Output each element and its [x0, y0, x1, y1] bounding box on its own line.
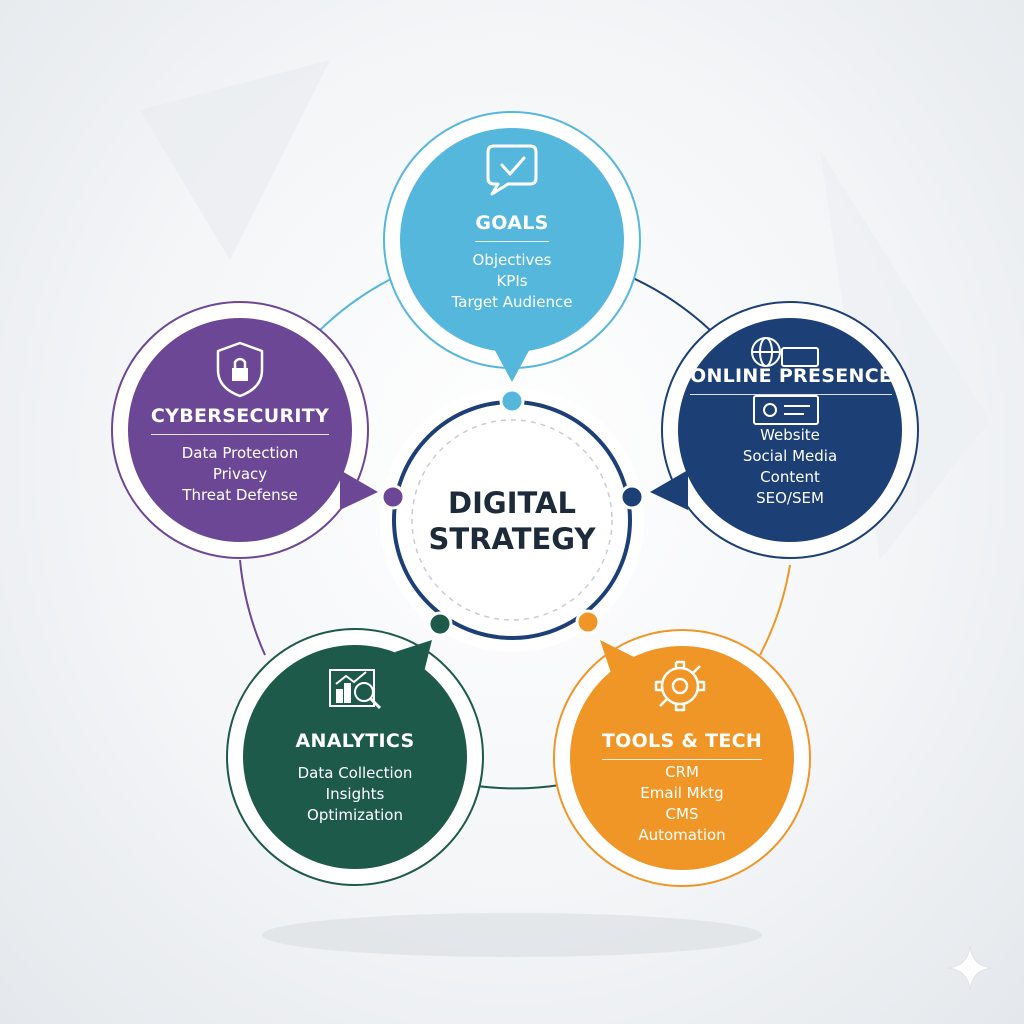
shield-lock-icon [216, 341, 264, 398]
connector-dot-online [619, 484, 645, 510]
node-cyber-item: Privacy [212, 465, 268, 483]
node-tools-item: Email Mktg [640, 784, 724, 802]
ring-arc-bottom [469, 784, 561, 790]
node-tools-tech [553, 629, 811, 887]
ring-arc-cyber [239, 559, 266, 656]
ring-arc-tools [759, 564, 791, 656]
node-online-item: Website [760, 426, 820, 444]
node-online-text: ONLINE PRESENCE Website Social Media Con… [690, 365, 893, 509]
node-goals-item: KPIs [496, 272, 528, 290]
node-tools-item: Automation [638, 826, 726, 844]
node-analytics [226, 628, 484, 886]
gear-wrench-icon [654, 660, 706, 712]
node-tools-item: CMS [665, 805, 699, 823]
node-goals-title: GOALS [475, 212, 549, 242]
connector-dot-tools [575, 609, 601, 635]
node-analytics-title: ANALYTICS [295, 730, 415, 752]
node-tools-fill [570, 646, 794, 870]
center-dashed-ring [411, 419, 613, 621]
node-online-item: SEO/SEM [756, 489, 824, 507]
globe-browser-icon [751, 337, 819, 425]
node-analytics-fill [243, 645, 467, 869]
node-cyber-fill [128, 318, 352, 542]
center-label-line2: STRATEGY [428, 522, 596, 556]
node-analytics-text: ANALYTICS Data Collection Insights Optim… [255, 730, 455, 826]
center-label: DIGITAL STRATEGY [412, 485, 612, 557]
node-goals-item: Objectives [472, 251, 552, 269]
node-goals-fill [400, 128, 624, 352]
node-online-title: ONLINE PRESENCE [690, 365, 893, 395]
node-online-presence [650, 301, 919, 559]
node-tools-item: CRM [665, 763, 699, 781]
node-online-item: Content [760, 468, 820, 486]
node-tools-text: TOOLS & TECH CRM Email Mktg CMS Automati… [582, 730, 782, 846]
center-label-line1: DIGITAL [448, 486, 576, 520]
node-analytics-item: Data Collection [297, 764, 413, 782]
chart-magnifier-icon [329, 669, 382, 710]
node-tools-title: TOOLS & TECH [601, 730, 763, 760]
node-cyber-text: CYBERSECURITY Data Protection Privacy Th… [140, 405, 340, 506]
connector-dot-cyber [380, 484, 406, 510]
connector-dot-analytics [427, 611, 453, 637]
node-cybersecurity [111, 301, 378, 559]
node-analytics-item: Optimization [307, 806, 403, 824]
background-shape [820, 150, 990, 560]
background-shape [140, 60, 330, 260]
node-analytics-item: Insights [325, 785, 385, 803]
node-goals-text: GOALS Objectives KPIs Target Audience [412, 212, 612, 313]
sparkle-icon [947, 945, 993, 991]
node-online-item: Social Media [742, 447, 838, 465]
floor-shadow [262, 913, 762, 957]
node-cyber-title: CYBERSECURITY [150, 405, 330, 435]
node-tools-pointer [600, 640, 640, 685]
connector-dot-goals [499, 388, 525, 414]
node-cyber-item: Threat Defense [182, 486, 298, 504]
node-cyber-item: Data Protection [181, 444, 299, 462]
node-cyber-pointer [340, 470, 378, 510]
node-online-fill [678, 318, 902, 542]
node-goals [383, 111, 641, 382]
node-goals-item: Target Audience [451, 293, 573, 311]
node-online-pointer [650, 470, 688, 510]
checkmark-speech-bubble-icon [486, 144, 538, 196]
center-circle [380, 388, 644, 652]
node-goals-pointer [492, 345, 532, 382]
